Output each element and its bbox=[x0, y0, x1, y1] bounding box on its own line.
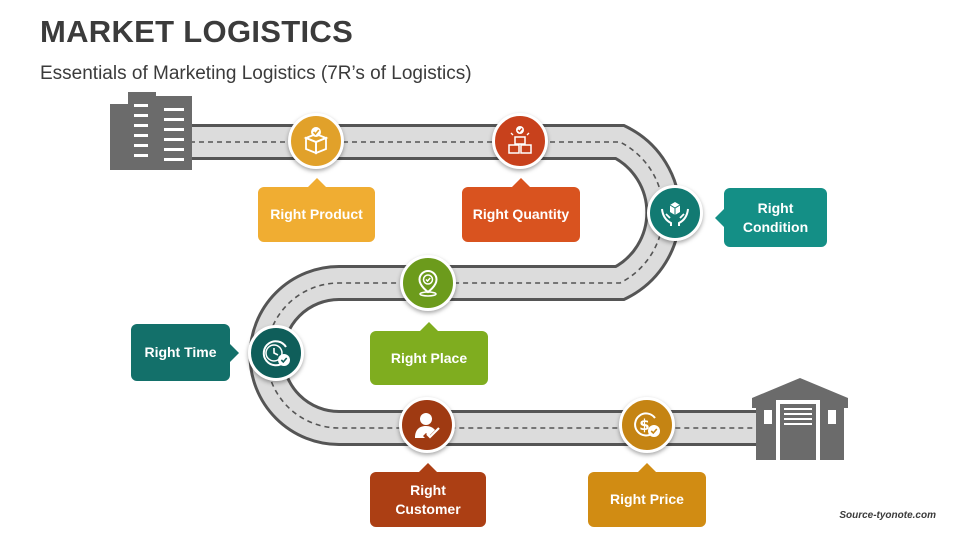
dollar-coin-check-icon: $ bbox=[634, 412, 660, 437]
step-node-right-customer bbox=[399, 397, 455, 453]
step-label-text: Right Customer bbox=[395, 481, 461, 517]
location-pin-check-icon bbox=[418, 269, 438, 297]
page-title: MARKET LOGISTICS bbox=[40, 14, 354, 49]
warehouse-icon bbox=[752, 378, 848, 460]
step-node-right-quantity bbox=[492, 113, 548, 169]
step-label-right-quantity: Right Quantity bbox=[462, 178, 580, 242]
step-label-text: Right Product bbox=[270, 206, 363, 222]
step-node-right-price: $ bbox=[619, 397, 675, 453]
open-box-check-icon bbox=[303, 127, 329, 155]
stacked-boxes-icon bbox=[508, 126, 532, 154]
step-label-text: Right Price bbox=[610, 491, 684, 507]
step-label-right-product: Right Product bbox=[258, 178, 375, 242]
step-label-text: Right Quantity bbox=[472, 206, 570, 222]
step-label-right-place: Right Place bbox=[370, 322, 488, 385]
svg-text:$: $ bbox=[639, 416, 649, 434]
step-label-text: Right Time bbox=[144, 344, 217, 360]
step-label-right-price: Right Price bbox=[588, 463, 706, 527]
hands-holding-box-icon bbox=[661, 202, 689, 226]
step-node-right-product bbox=[288, 113, 344, 169]
step-node-right-time bbox=[248, 325, 304, 381]
person-check-icon bbox=[415, 413, 440, 439]
office-building-icon bbox=[110, 92, 192, 170]
step-label-right-customer: Right Customer bbox=[370, 463, 486, 527]
source-credit: Source-tyonote.com bbox=[839, 510, 936, 521]
step-label-text: Right Place bbox=[390, 349, 468, 366]
step-node-right-place bbox=[400, 255, 456, 311]
step-label-right-condition: Right Condition bbox=[715, 188, 827, 247]
clock-check-icon bbox=[262, 340, 290, 367]
step-label-text: Right Condition bbox=[742, 199, 809, 235]
page-subtitle: Essentials of Marketing Logistics (7R’s … bbox=[40, 63, 472, 84]
step-node-right-condition bbox=[647, 185, 703, 241]
step-label-right-time: Right Time bbox=[131, 324, 239, 381]
